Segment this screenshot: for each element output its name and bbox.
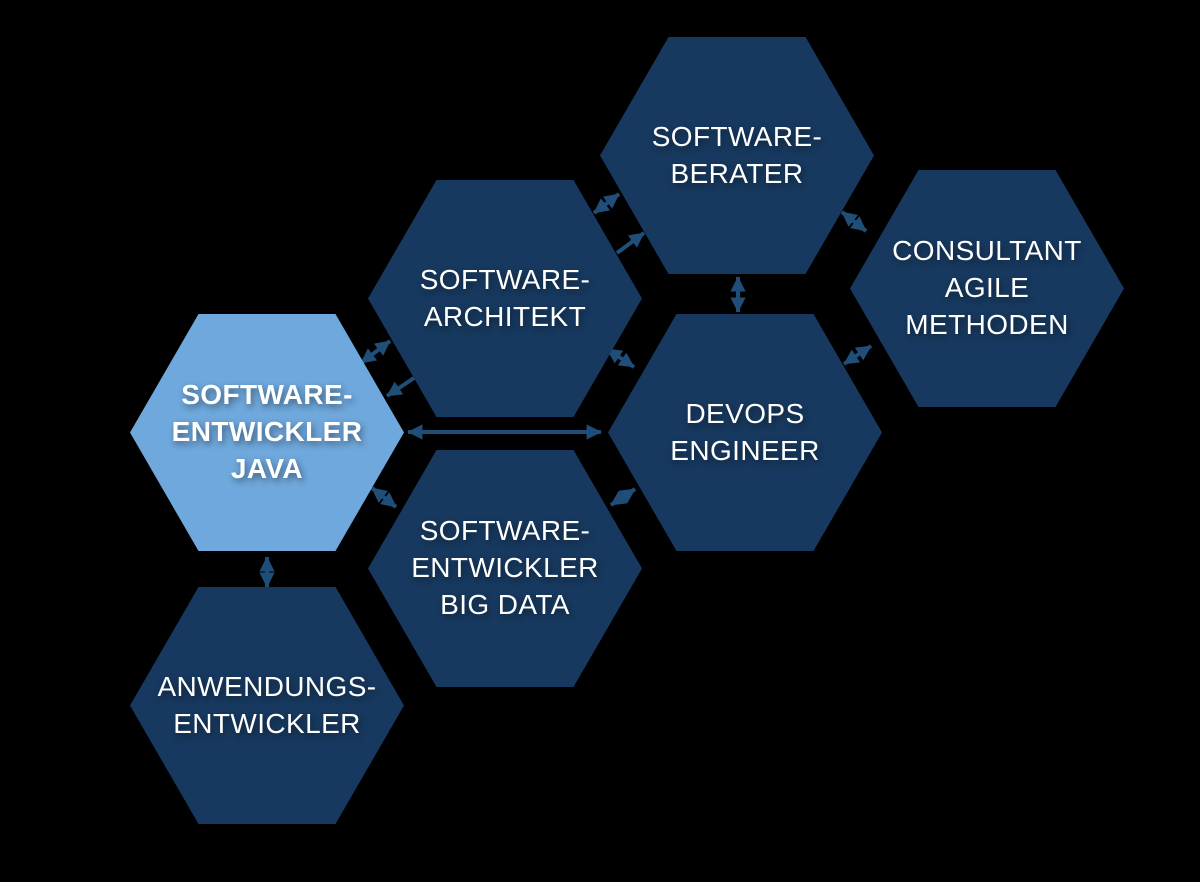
arrow-java-bigdata	[370, 486, 398, 509]
arrow-berater-consultant	[840, 210, 868, 233]
hexagon-label-consultant-agile-methoden: CONSULTANT AGILE METHODEN	[892, 235, 1082, 340]
hexagon-software-berater: SOFTWARE- BERATER	[600, 37, 874, 274]
arrow-architekt-to-java-single	[385, 376, 416, 398]
hexagon-label-devops-engineer: DEVOPS ENGINEER	[670, 397, 820, 466]
hexagon-label-anwendungs-entwickler: ANWENDUNGS- ENTWICKLER	[157, 670, 377, 739]
arrow-architekt-to-berater-single	[615, 231, 646, 255]
hexagon-label-software-entwickler-java: SOFTWARE- ENTWICKLER JAVA	[171, 379, 363, 484]
hexagon-devops-engineer: DEVOPS ENGINEER	[608, 314, 882, 551]
arrow-java-architekt	[359, 339, 392, 365]
hexagon-label-software-berater: SOFTWARE- BERATER	[651, 120, 823, 189]
arrow-bigdata-devops	[609, 487, 637, 507]
arrow-devops-consultant	[842, 344, 873, 366]
hexagon-label-software-entwickler-big-data: SOFTWARE- ENTWICKLER BIG DATA	[411, 515, 599, 620]
hexagon-label-software-architekt: SOFTWARE- ARCHITEKT	[419, 263, 591, 332]
arrow-architekt-berater	[592, 192, 621, 215]
arrow-architekt-devops	[605, 347, 636, 369]
